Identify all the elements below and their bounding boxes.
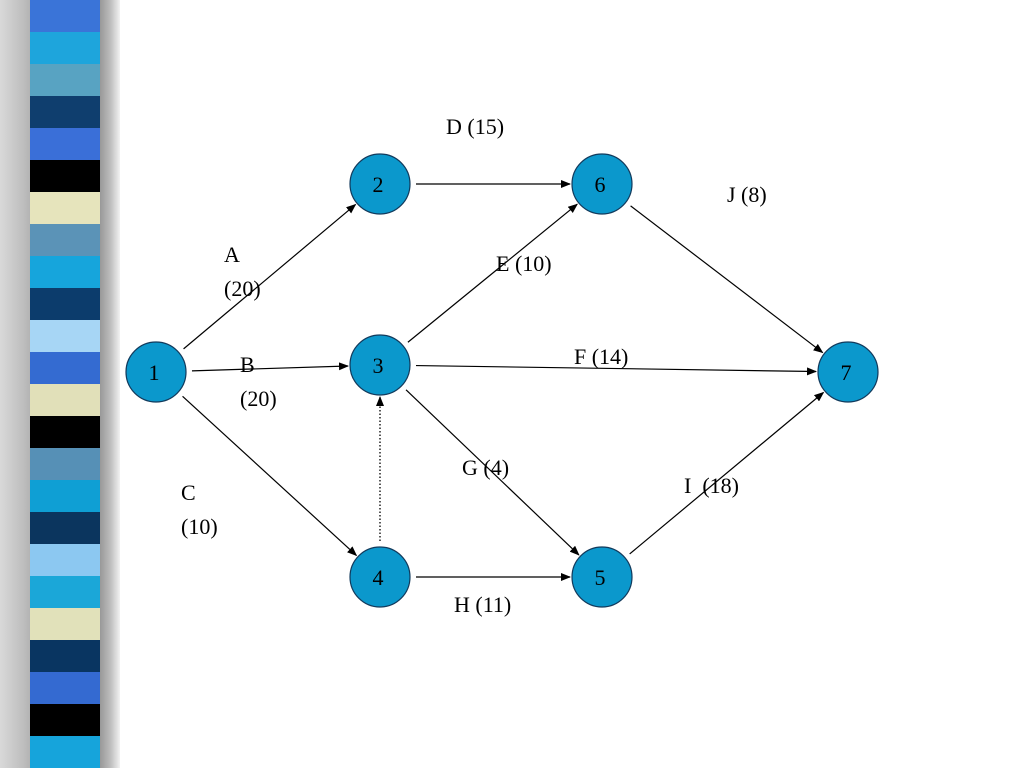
node-label: 3 (373, 353, 384, 378)
edge-a-label: A (224, 242, 240, 267)
node-7: 7 (817, 341, 879, 403)
stripe (30, 704, 100, 736)
edge-e-arrow (407, 203, 578, 343)
edge-labels: A (20) B (20) C (10) D (15) E (10) F (14) G (4) H … (181, 114, 767, 617)
stripe (30, 320, 100, 352)
node-label: 4 (373, 565, 384, 590)
edge-a-arrow (183, 203, 357, 350)
edge-j-label: J (8) (727, 182, 767, 207)
node-circle (571, 153, 633, 215)
node-1: 1 (125, 341, 187, 403)
node-circle (571, 546, 633, 608)
stripe (30, 0, 100, 32)
stripe (30, 480, 100, 512)
stripe (30, 96, 100, 128)
edge-i-label: I (18) (684, 473, 739, 498)
edge-c-arrow (182, 395, 358, 557)
stripe (30, 256, 100, 288)
nodes: 1 2 3 4 5 6 7 (125, 153, 879, 608)
stripe (30, 544, 100, 576)
node-6: 6 (571, 153, 633, 215)
stripe (30, 672, 100, 704)
edge-a-label: (20) (224, 276, 261, 301)
stripe (30, 288, 100, 320)
edge-h-label: H (11) (454, 592, 511, 617)
node-3: 3 (349, 334, 411, 396)
stripe (30, 576, 100, 608)
stripe (30, 32, 100, 64)
edge-b-label: (20) (240, 386, 277, 411)
stripe (30, 192, 100, 224)
node-circle (125, 341, 187, 403)
stripe (30, 448, 100, 480)
edge-b-label: B (240, 352, 255, 377)
node-circle (349, 334, 411, 396)
node-2: 2 (349, 153, 411, 215)
edge-b-arrow (191, 362, 350, 372)
node-label: 5 (595, 565, 606, 590)
edge-c-label: C (181, 480, 196, 505)
stripe (30, 352, 100, 384)
node-circle (817, 341, 879, 403)
node-4: 4 (349, 546, 411, 608)
stripe (30, 608, 100, 640)
stripe (30, 640, 100, 672)
node-label: 7 (841, 360, 852, 385)
stripe (30, 416, 100, 448)
node-label: 6 (595, 172, 606, 197)
edge-g-arrow (405, 389, 580, 556)
stripe (30, 160, 100, 192)
edge-f-arrow (415, 364, 818, 376)
stripe (30, 128, 100, 160)
edge-j-arrow (630, 205, 824, 354)
edge-i-arrow (629, 391, 825, 555)
node-label: 1 (149, 360, 160, 385)
edge-d-label: D (15) (446, 114, 504, 139)
edge-f-label: F (14) (574, 344, 628, 369)
edge-e-label: E (10) (496, 251, 552, 276)
stripe (30, 64, 100, 96)
stripe (30, 224, 100, 256)
node-5: 5 (571, 546, 633, 608)
stripe (30, 384, 100, 416)
edge-c-label: (10) (181, 514, 218, 539)
node-circle (349, 546, 411, 608)
edge-g-label: G (4) (462, 455, 509, 480)
edges (182, 180, 825, 581)
stripe (30, 736, 100, 768)
decorative-stripe-band (30, 0, 100, 768)
node-label: 2 (373, 172, 384, 197)
stripe (30, 512, 100, 544)
node-circle (349, 153, 411, 215)
